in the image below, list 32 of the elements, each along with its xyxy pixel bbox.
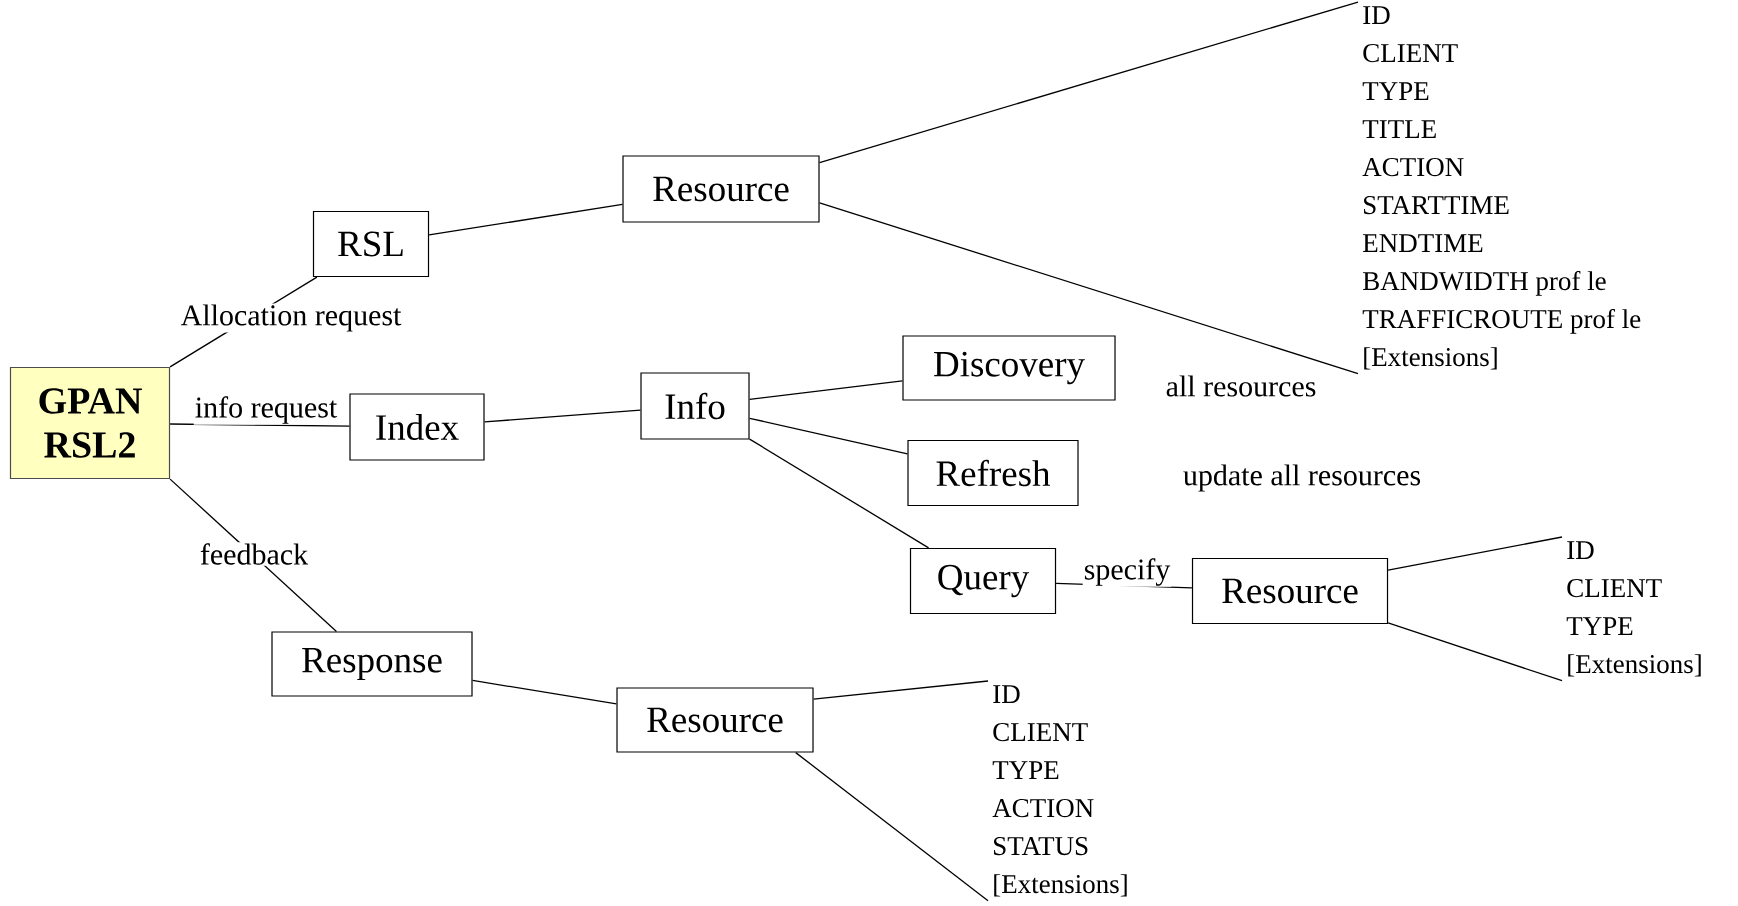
field-list: ID CLIENT TYPE ACTION STATUS [Extensions] xyxy=(992,685,1127,897)
edge-label: feedback xyxy=(198,542,310,566)
process-box: Info xyxy=(640,372,750,440)
connector-line xyxy=(483,409,642,423)
annotation: update all resources xyxy=(1183,464,1421,492)
process-box: Query xyxy=(909,547,1057,615)
process-box: RSL xyxy=(312,210,430,278)
edge-label: specify xyxy=(1082,557,1172,587)
process-box: Index xyxy=(349,393,485,461)
connector-line xyxy=(428,203,624,236)
process-box: Refresh xyxy=(907,439,1079,507)
edge-label: info request xyxy=(193,395,339,425)
connector-line xyxy=(1387,536,1563,571)
process-box: Discovery xyxy=(902,335,1116,401)
connector-line xyxy=(748,417,909,455)
process-box: Resource xyxy=(616,687,814,753)
connector-line xyxy=(818,202,1359,375)
process-box: Resource xyxy=(1191,557,1389,625)
field-list: ID CLIENT TYPE [Extensions] xyxy=(1566,541,1701,677)
connector-line xyxy=(748,380,904,401)
connector-line xyxy=(1387,622,1563,682)
connector-line xyxy=(812,680,989,700)
connector-line xyxy=(795,751,989,902)
connector-line xyxy=(748,438,930,549)
process-box: Response xyxy=(271,631,473,697)
edge-label: Allocation request xyxy=(179,303,403,333)
annotation: all resources xyxy=(1166,375,1316,397)
connector-line xyxy=(818,1,1359,164)
connector-line xyxy=(471,679,618,705)
field-list: ID CLIENT TYPE TITLE ACTION STARTTIME ENDTIME BANDWIDTH prof le TRAFFICROUTE prof le [Extensions] xyxy=(1362,6,1641,370)
root-box: GPAN RSL2 xyxy=(9,366,171,480)
process-box: Resource xyxy=(622,155,820,223)
